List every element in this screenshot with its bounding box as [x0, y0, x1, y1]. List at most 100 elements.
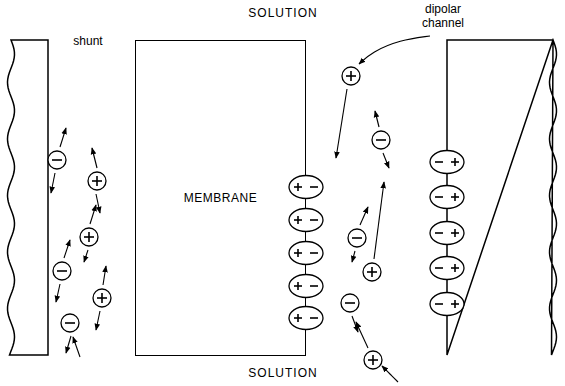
dipole-symbol: [289, 176, 323, 199]
sign-stroke: [454, 300, 456, 308]
ion-circle: [80, 228, 98, 246]
ion-circle: [61, 314, 79, 332]
sign-stroke: [297, 249, 299, 257]
block-label: MEMBRANE: [184, 191, 257, 205]
sign-stroke: [52, 159, 62, 161]
sign-stroke: [454, 229, 456, 237]
dipole-ellipse: [430, 151, 464, 174]
sign-stroke: [451, 161, 459, 163]
ion-circle: [53, 262, 71, 280]
sign-stroke: [310, 186, 318, 188]
sign-stroke: [451, 303, 459, 305]
dipole-ellipse: [430, 222, 464, 245]
part-label: shunt: [68, 34, 108, 48]
ion-symbol: [88, 172, 106, 190]
sign-stroke: [294, 317, 302, 319]
movement-arrow: [96, 194, 100, 213]
ion-circle: [372, 131, 390, 149]
sign-stroke: [345, 302, 355, 304]
sign-stroke: [454, 264, 456, 272]
dipole-ellipse: [289, 209, 323, 232]
ion-circle: [364, 351, 382, 369]
movement-arrow: [64, 240, 70, 258]
movement-arrow: [336, 89, 347, 158]
ion-symbol: [348, 229, 366, 247]
sign-stroke: [88, 232, 90, 242]
movement-arrow: [96, 311, 100, 330]
dipole-symbol: [430, 257, 464, 280]
ion-circle: [48, 151, 66, 169]
sign-stroke: [297, 216, 299, 224]
sign-stroke: [451, 267, 459, 269]
sign-stroke: [101, 293, 103, 303]
ion-symbol: [364, 351, 382, 369]
sign-stroke: [310, 285, 318, 287]
ion-circle: [93, 289, 111, 307]
sign-stroke: [57, 270, 67, 272]
sign-stroke: [310, 219, 318, 221]
movement-arrow: [73, 337, 80, 357]
region-label: SOLUTION: [223, 366, 343, 380]
movement-arrow: [374, 182, 384, 259]
sign-stroke: [454, 193, 456, 201]
movement-arrow: [103, 266, 106, 285]
sign-stroke: [96, 176, 98, 186]
dipole-symbol: [289, 275, 323, 298]
sign-stroke: [65, 322, 75, 324]
ion-symbol: [61, 314, 79, 332]
sign-stroke: [451, 196, 459, 198]
leader-arrow: [382, 366, 398, 382]
movement-arrow: [90, 205, 96, 224]
movement-arrow: [383, 153, 389, 168]
sign-stroke: [435, 232, 443, 234]
sign-stroke: [435, 161, 443, 163]
sign-stroke: [294, 285, 302, 287]
ion-symbol: [372, 131, 390, 149]
movement-arrow: [51, 173, 55, 193]
dipole-symbol: [430, 222, 464, 245]
dipole-symbol: [430, 186, 464, 209]
region-label: SOLUTION: [223, 6, 343, 20]
dipole-symbol: [289, 242, 323, 265]
sign-stroke: [297, 183, 299, 191]
sign-stroke: [294, 186, 302, 188]
ion-circle: [88, 172, 106, 190]
membrane-piece: [8, 40, 49, 355]
dipole-ellipse: [289, 176, 323, 199]
sign-stroke: [435, 267, 443, 269]
ion-symbol: [342, 67, 360, 85]
dipole-symbol: [430, 293, 464, 316]
part-label: dipolar channel: [412, 2, 474, 30]
sign-stroke: [297, 282, 299, 290]
movement-arrow: [56, 284, 60, 302]
sign-stroke: [454, 158, 456, 166]
dipole-ellipse: [289, 307, 323, 330]
movement-arrow: [360, 207, 368, 225]
dipole-symbol: [289, 307, 323, 330]
sign-stroke: [294, 252, 302, 254]
dipole-ellipse: [430, 257, 464, 280]
sign-stroke: [310, 252, 318, 254]
sign-stroke: [372, 355, 374, 365]
sign-stroke: [435, 196, 443, 198]
movement-arrow: [352, 251, 355, 262]
ion-symbol: [363, 263, 381, 281]
ion-circle: [348, 229, 366, 247]
ion-symbol: [48, 151, 66, 169]
sign-stroke: [371, 267, 373, 277]
sign-stroke: [376, 139, 386, 141]
dipole-symbol: [289, 209, 323, 232]
sign-stroke: [435, 303, 443, 305]
ion-circle: [341, 294, 359, 312]
dipole-ellipse: [430, 293, 464, 316]
ion-circle: [342, 67, 360, 85]
sign-stroke: [350, 71, 352, 81]
movement-arrow: [84, 250, 88, 262]
dipole-symbol: [430, 151, 464, 174]
sign-stroke: [451, 232, 459, 234]
leader-arrow: [359, 36, 430, 64]
movement-arrow: [92, 148, 97, 168]
ion-symbol: [80, 228, 98, 246]
membrane-piece: [447, 40, 557, 355]
